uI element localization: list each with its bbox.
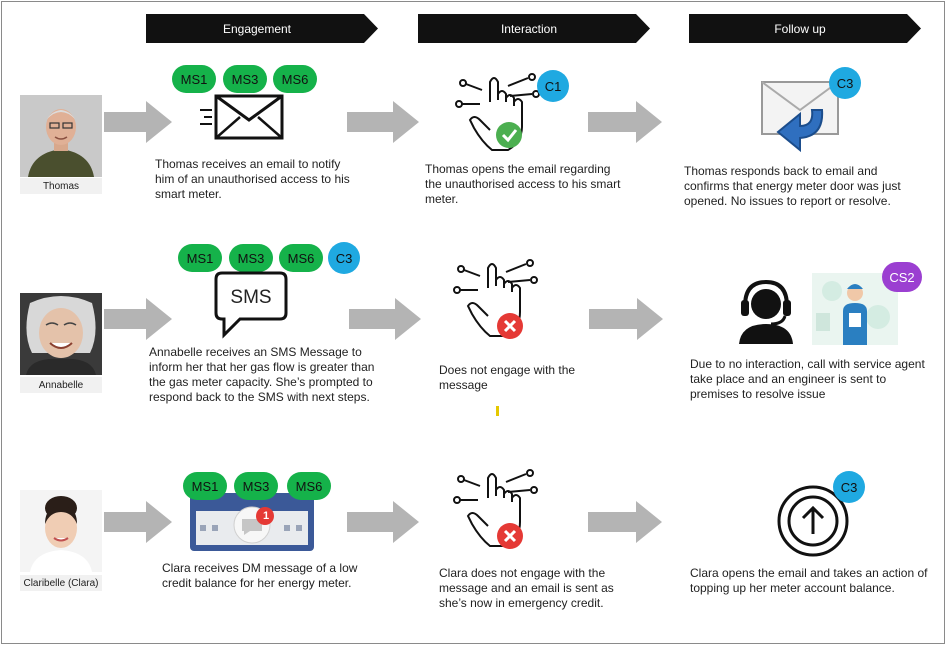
- arrow-right-icon: [589, 298, 663, 340]
- badge-ms1: MS1: [183, 472, 227, 500]
- badge-ms3: MS3: [223, 65, 267, 93]
- yellow-mark: [496, 406, 499, 416]
- annabelle-label: Annabelle: [20, 377, 102, 393]
- badge-c3: C3: [833, 471, 865, 503]
- clara-label: Claribelle (Clara): [20, 575, 102, 591]
- arrow-right-icon: [104, 501, 172, 543]
- thomas-label: Thomas: [20, 178, 102, 194]
- sms-label: SMS: [230, 287, 272, 308]
- clara-photo: [20, 490, 102, 572]
- social-dm-icon: [190, 493, 314, 551]
- email-envelope-icon: [200, 94, 284, 140]
- annabelle-followup-text: Due to no interaction, call with service…: [690, 357, 925, 401]
- arrow-right-icon: [347, 101, 419, 143]
- arrow-right-icon: [588, 501, 662, 543]
- badge-ms1: MS1: [178, 244, 222, 272]
- badge-ms3: MS3: [229, 244, 273, 272]
- badge-ms1: MS1: [172, 65, 216, 93]
- arrow-right-icon: [347, 501, 419, 543]
- header-interaction: Interaction: [418, 14, 650, 43]
- sms-bubble-icon: [214, 271, 288, 339]
- arrow-right-icon: [588, 101, 662, 143]
- headset-agent-icon: [739, 279, 793, 344]
- touch-check-icon: [455, 73, 540, 151]
- thomas-interaction-text: Thomas opens the email regarding the una…: [425, 162, 621, 206]
- arrow-right-icon: [104, 298, 172, 340]
- thomas-followup-text: Thomas responds back to email and confir…: [684, 164, 901, 208]
- badge-cs2: CS2: [882, 262, 922, 292]
- annabelle-photo: [20, 293, 102, 375]
- header-follow-up: Follow up: [689, 14, 921, 43]
- email-reply-icon: [761, 81, 839, 153]
- header-engagement: Engagement: [146, 14, 378, 43]
- clara-interaction-text: Clara does not engage with the message a…: [439, 566, 614, 610]
- badge-ms6: MS6: [273, 65, 317, 93]
- annabelle-engagement-text: Annabelle receives an SMS Message to inf…: [149, 345, 375, 404]
- touch-cross-icon: [453, 259, 538, 339]
- arrow-right-icon: [104, 101, 172, 143]
- badge-c3: C3: [328, 242, 360, 274]
- thomas-engagement-text: Thomas receives an email to notify him o…: [155, 157, 350, 201]
- arrow-right-icon: [349, 298, 421, 340]
- badge-c1: C1: [537, 70, 569, 102]
- badge-c3: C3: [829, 67, 861, 99]
- thomas-photo: [20, 95, 102, 177]
- badge-ms6: MS6: [279, 244, 323, 272]
- upload-arrow-icon: [777, 485, 849, 557]
- badge-ms3: MS3: [234, 472, 278, 500]
- touch-cross-icon: [453, 469, 538, 549]
- badge-ms6: MS6: [287, 472, 331, 500]
- clara-followup-text: Clara opens the email and takes an actio…: [690, 566, 928, 595]
- annabelle-interaction-text: Does not engage with the message: [439, 363, 576, 392]
- clara-engagement-text: Clara receives DM message of a low credi…: [162, 561, 358, 590]
- notification-count: 1: [262, 510, 270, 522]
- engineer-icon: [812, 273, 898, 345]
